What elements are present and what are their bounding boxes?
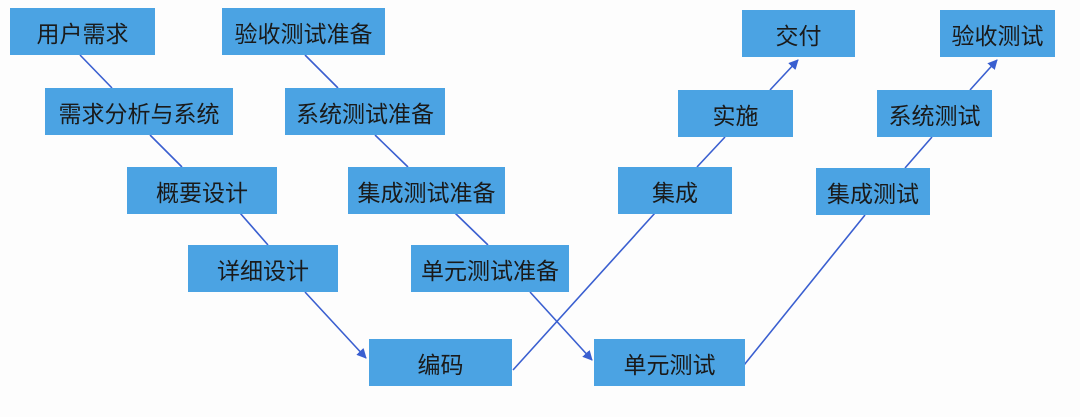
line-user-to-analysis (79, 54, 113, 89)
node-integration-test: 集成测试 (816, 168, 930, 215)
line-stp-to-itp (374, 134, 409, 168)
line-hld-to-detailed (239, 212, 269, 246)
line-unit-test-to-integration-test (739, 214, 866, 371)
line-itp-to-utp (454, 212, 489, 246)
node-delivery: 交付 (742, 10, 855, 57)
node-integration-test-prep: 集成测试准备 (348, 167, 505, 214)
node-integration: 集成 (618, 167, 732, 214)
line-integration-to-implementation (696, 136, 726, 168)
line-analysis-to-hld (149, 134, 183, 168)
node-detailed-design: 详细设计 (188, 245, 338, 292)
node-system-test-prep: 系统测试准备 (285, 88, 445, 135)
node-implementation: 实施 (678, 90, 793, 137)
node-coding: 编码 (369, 339, 512, 386)
node-acceptance-test-prep: 验收测试准备 (222, 8, 385, 55)
arrow-system-test-to-acceptance-test (969, 59, 998, 91)
node-unit-test: 单元测试 (594, 339, 745, 386)
node-requirements-analysis: 需求分析与系统 (45, 88, 233, 135)
arrow-implementation-to-delivery (769, 59, 799, 91)
line-coding-to-integration (512, 212, 656, 371)
arrow-detailed-to-coding (304, 291, 367, 359)
node-high-level-design: 概要设计 (127, 167, 277, 214)
node-unit-test-prep: 单元测试准备 (411, 245, 569, 292)
arrow-utp-to-unit-test (529, 291, 593, 361)
node-user-requirements: 用户需求 (10, 8, 155, 55)
node-system-test: 系统测试 (877, 90, 992, 137)
line-integration-test-to-system-test (904, 136, 933, 169)
line-atp-to-stp (304, 54, 339, 89)
node-acceptance-test: 验收测试 (940, 10, 1055, 57)
